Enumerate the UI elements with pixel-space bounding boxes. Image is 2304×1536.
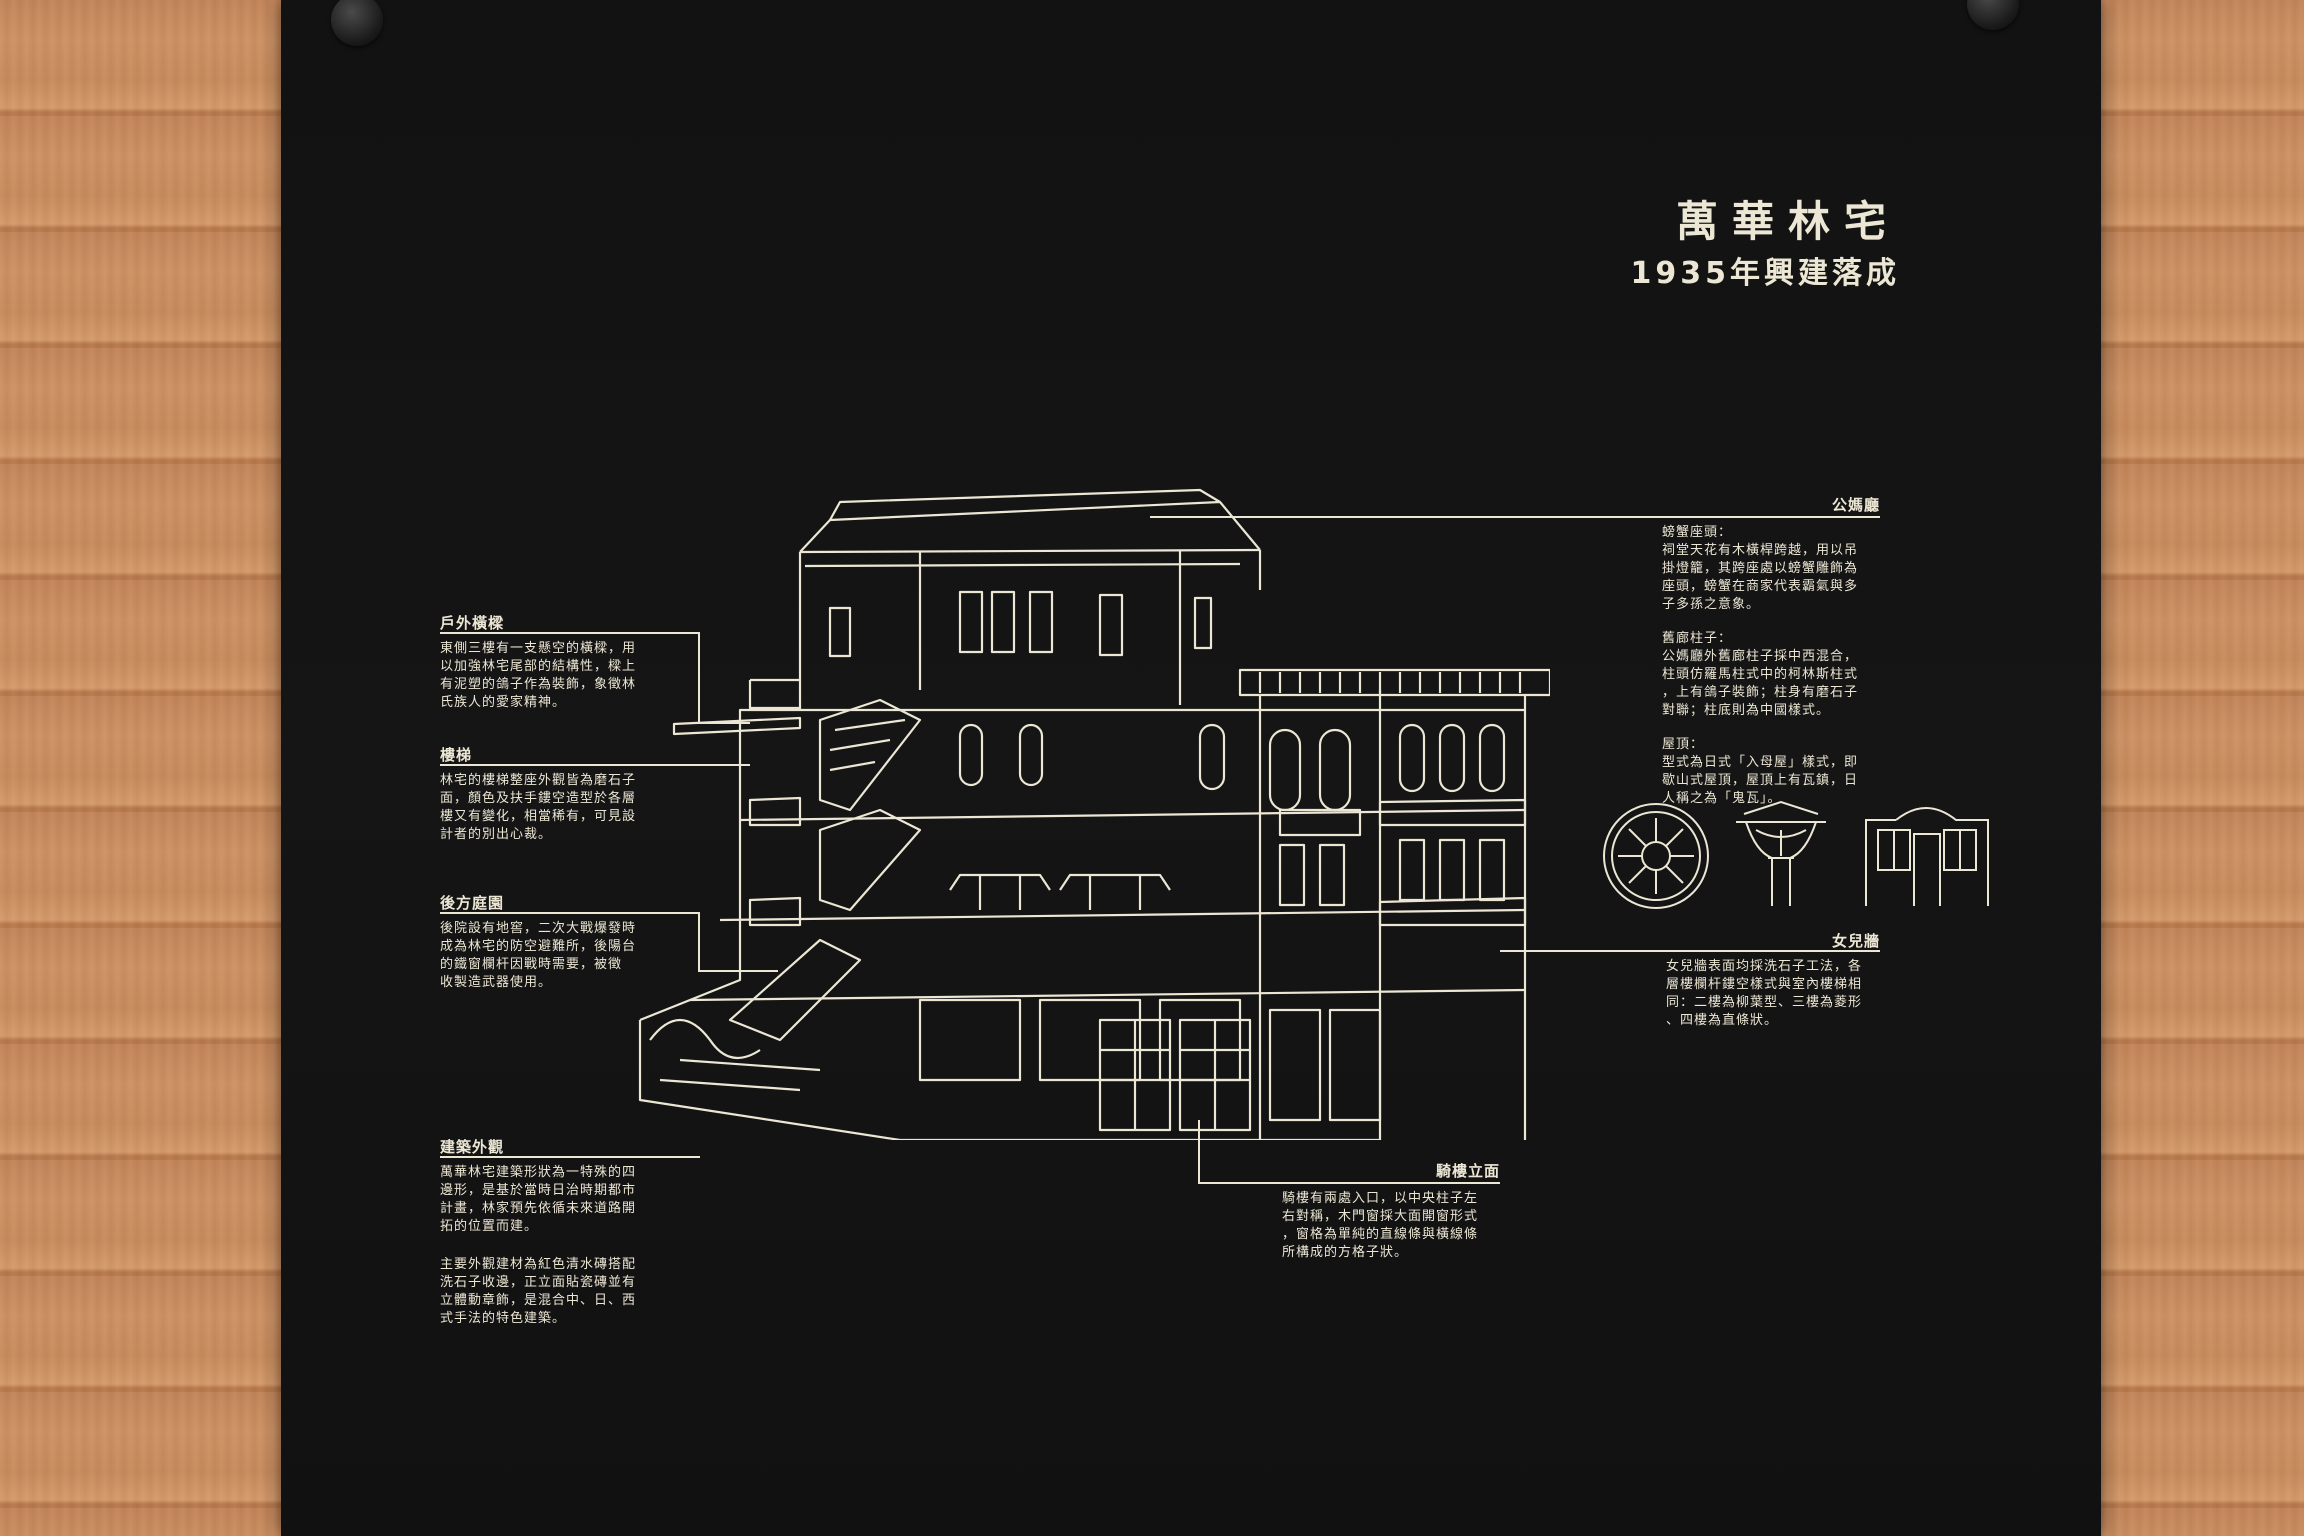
leader-line <box>698 970 778 972</box>
leader-line <box>698 632 700 724</box>
section-body-staircase: 林宅的樓梯整座外觀皆為磨石子 面，顏色及扶手鏤空造型於各層 樓又有變化，相當稀有… <box>440 773 637 842</box>
board-subtitle: 1935年興建落成 <box>1630 256 1900 291</box>
leader-line <box>698 722 750 724</box>
leader-line <box>698 912 700 972</box>
roof-icon <box>798 488 1262 710</box>
section-heading-outdoor-beam: 戶外橫樑 <box>440 614 505 632</box>
section-body-back-garden: 後院設有地窖，二次大戰爆發時 成為林宅的防空避難所，後陽台 的鐵窗欄杆因戰時需要… <box>440 921 637 990</box>
divider <box>440 1156 700 1158</box>
leader-line <box>1150 516 1880 518</box>
divider <box>440 632 700 634</box>
leader-line <box>1500 950 1880 952</box>
leader-line <box>1198 1120 1200 1184</box>
corinthian-column-icon <box>1736 800 1826 906</box>
section-body-arcade-facade: 騎樓有兩處入口，以中央柱子左 右對稱，木門窗採大面開窗形式 ，窗格為單純的直線條… <box>1282 1191 1479 1260</box>
section-body-ancestral-hall: 螃蟹座頭： 祠堂天花有木橫桿跨越，用以吊 掛燈籠，其跨座處以螃蟹雕飾為 座頭，螃… <box>1662 525 1859 806</box>
section-heading-arcade-facade: 騎樓立面 <box>1435 1162 1500 1180</box>
section-body-outdoor-beam: 東側三樓有一支懸空的橫樑，用 以加強林宅尾部的結構性，樑上 有泥塑的鴿子作為裝飾… <box>440 641 637 710</box>
building-cutaway-drawing <box>638 488 1550 1140</box>
info-board <box>281 0 2101 1536</box>
roof-gable-icon <box>1865 807 1989 906</box>
section-heading-exterior: 建築外觀 <box>440 1138 505 1156</box>
divider <box>440 764 700 766</box>
ornament-illustrations <box>1603 800 1989 909</box>
leader-line <box>698 764 750 766</box>
section-heading-ancestral-hall: 公媽廳 <box>1831 496 1880 514</box>
section-body-parapet-wall: 女兒牆表面均採洗石子工法，各 層樓欄杆鏤空樣式與室內樓梯相 同：二樓為柳葉型、三… <box>1666 959 1863 1028</box>
divider <box>440 912 700 914</box>
crab-ornament-icon <box>1603 803 1709 909</box>
section-heading-staircase: 樓梯 <box>440 746 473 764</box>
section-body-exterior: 萬華林宅建築形狀為一特殊的四 邊形，是基於當時日治時期都市 計畫，林家預先依循未… <box>440 1165 637 1326</box>
mounting-bolt-right <box>1967 0 2019 30</box>
leader-line <box>1198 1182 1500 1184</box>
board-title: 萬華林宅 <box>1675 197 1900 246</box>
mounting-bolt-left <box>331 0 383 46</box>
section-heading-back-garden: 後方庭園 <box>440 894 505 912</box>
section-heading-parapet-wall: 女兒牆 <box>1831 932 1880 950</box>
